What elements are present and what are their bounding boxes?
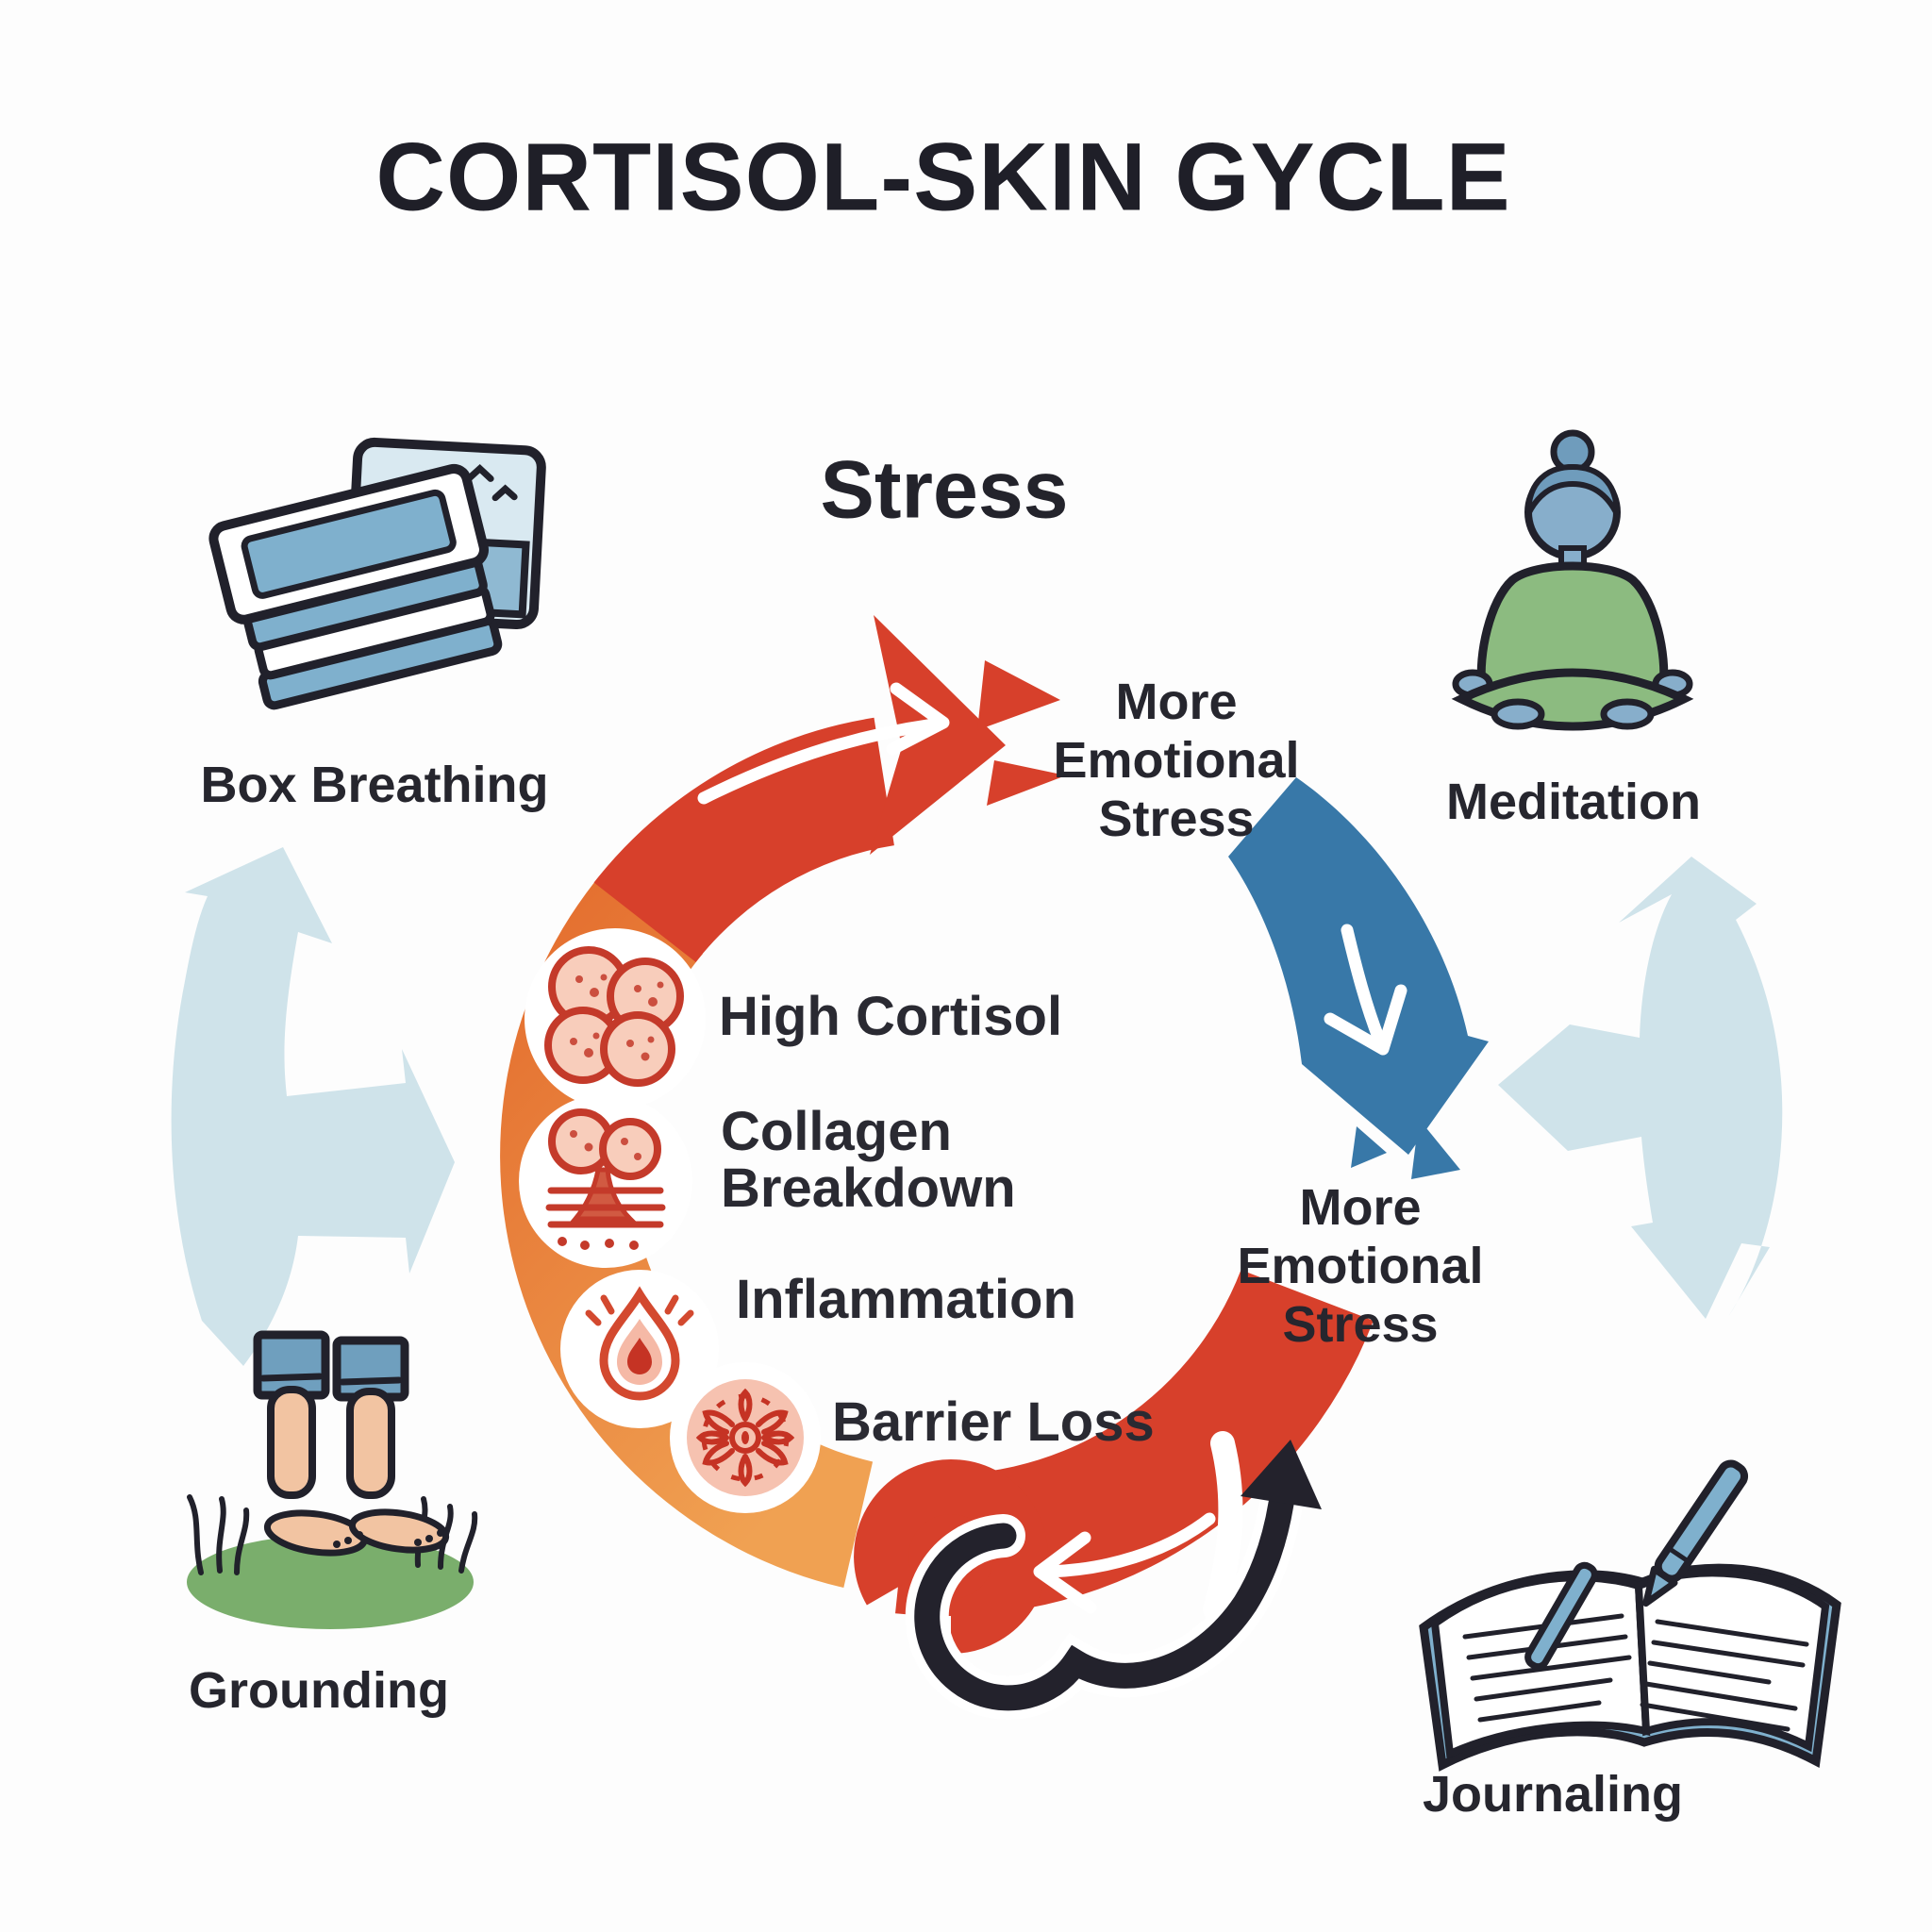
more-emotional-stress-right-label: More Emotional Stress xyxy=(1237,1179,1484,1353)
stress-label: Stress xyxy=(820,444,1069,536)
feedback-curl xyxy=(854,1459,1049,1654)
collagen-breakdown-icon xyxy=(545,1108,666,1250)
flow-arrow-blue-head xyxy=(1324,984,1407,1056)
stress-arc-top xyxy=(593,717,894,962)
swirl-arrow xyxy=(914,1491,1294,1711)
page-title: CORTISOL-SKIN GYCLE xyxy=(375,123,1511,231)
box-breathing-icon xyxy=(208,437,546,710)
meditation-icon xyxy=(1451,429,1694,731)
stress-arrow-spike-bottom xyxy=(987,760,1066,806)
meditation-label: Meditation xyxy=(1446,774,1701,830)
barrier-loss-label: Barrier Loss xyxy=(832,1391,1155,1453)
high-cortisol-label: High Cortisol xyxy=(719,986,1063,1047)
left-branch-arrow xyxy=(171,847,455,1366)
swirl-arrowhead xyxy=(1241,1440,1322,1509)
band-slit xyxy=(1203,1431,1243,1622)
journaling-label: Journaling xyxy=(1422,1766,1684,1823)
barrier-loss-icon xyxy=(687,1379,804,1496)
right-branch-arrow xyxy=(1498,857,1783,1319)
inflammation-drop-icon xyxy=(585,1286,694,1401)
skin-cells-icon xyxy=(544,946,684,1087)
box-breathing-label: Box Breathing xyxy=(200,757,549,813)
collagen-breakdown-label: Collagen Breakdown xyxy=(721,1101,1016,1219)
flow-arrow-top-head xyxy=(886,682,950,756)
more-emotional-stress-top-label: More Emotional Stress xyxy=(1053,674,1300,847)
stress-arrow-spike-top xyxy=(977,660,1060,730)
grounding-icon xyxy=(187,1330,478,1629)
pen-main-icon xyxy=(1642,1459,1749,1607)
blue-arrow-spike-right xyxy=(1411,1119,1460,1179)
stress-arrowhead xyxy=(870,615,1006,855)
grounding-label: Grounding xyxy=(189,1662,449,1719)
pen-icon xyxy=(1524,1561,1598,1671)
flow-arrow-top xyxy=(697,718,941,805)
flow-arrow-bottom xyxy=(1042,1512,1216,1578)
blue-arrow-spike-left xyxy=(1351,1126,1387,1168)
flow-arrow-blue xyxy=(1341,924,1386,1046)
flow-arrow-bottom-head xyxy=(1033,1531,1097,1614)
inflammation-label: Inflammation xyxy=(736,1269,1076,1330)
journaling-icon xyxy=(1419,1459,1841,1772)
